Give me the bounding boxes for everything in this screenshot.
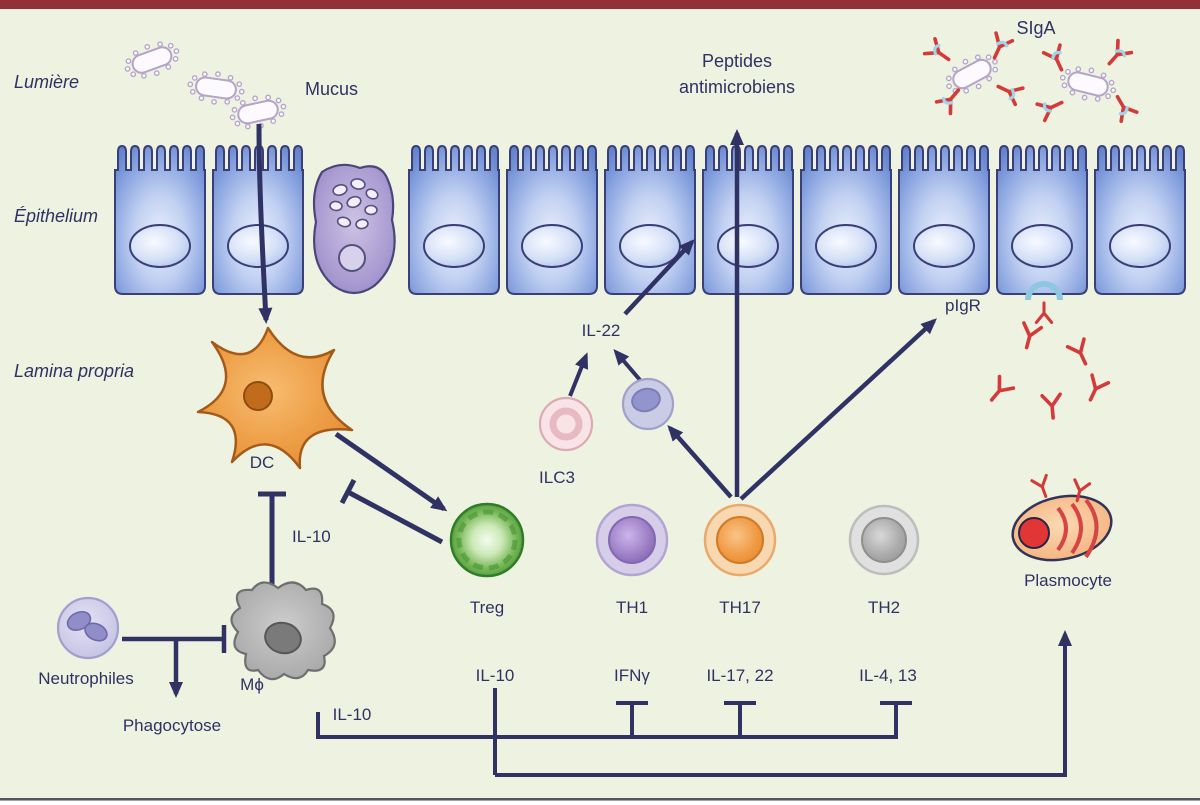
lumen-layer: Mucus Peptides antimicrobiens SIgA	[118, 18, 1139, 135]
siga-label: SIgA	[1016, 18, 1055, 38]
th1-nucleus	[608, 516, 656, 564]
macrophage-label: Mϕ	[240, 675, 264, 694]
il17-22-label: IL-17, 22	[706, 666, 773, 685]
treg-label: Treg	[470, 598, 504, 617]
bottom-margin	[0, 801, 1200, 805]
region-label-epithelium: Épithelium	[14, 206, 98, 226]
antimicrobial-peptides-label-line1: Peptides	[702, 51, 772, 71]
macrophage-nucleus	[264, 621, 302, 655]
dc-nucleus	[243, 381, 273, 411]
ilc3-pink-cell	[538, 396, 594, 452]
arrow-ilc3-purple-to-il22	[613, 348, 642, 382]
bottom-border-line	[0, 798, 1200, 801]
arrow-th17-to-pigr	[739, 318, 937, 501]
il10-bracket-line	[316, 704, 898, 739]
region-label-lumen: Lumière	[14, 72, 79, 92]
arrow-bacteria-to-dc	[256, 123, 273, 324]
neutrophils-label: Neutrophiles	[38, 669, 133, 688]
top-border-bar	[0, 0, 1200, 9]
goblet-nucleus	[338, 244, 366, 272]
th1-label: TH1	[616, 598, 648, 617]
il10-bracket-label: IL-10	[333, 705, 372, 724]
macrophage-cell	[230, 581, 336, 681]
region-label-lamina-propria: Lamina propria	[14, 361, 134, 381]
il10-treg-label: IL-10	[476, 666, 515, 685]
t-cells	[449, 502, 920, 578]
arrow-ilc3-pink-to-il22	[568, 352, 589, 397]
goblet-cell	[312, 163, 396, 295]
th17-nucleus	[716, 516, 764, 564]
il10-label-near-dc: IL-10	[292, 527, 331, 546]
phagocytosis-label: Phagocytose	[123, 716, 221, 735]
treg-texture	[456, 509, 518, 571]
ilc3-label: ILC3	[539, 468, 575, 487]
goblet-vesicles	[329, 178, 379, 230]
treg-cell	[449, 502, 525, 578]
pigr-label: pIgR	[945, 296, 981, 315]
ilc3-purple-nucleus	[631, 387, 661, 413]
neutrophil-nucleus-lobe	[84, 622, 108, 642]
plasmocyte-label: Plasmocyte	[1024, 571, 1112, 590]
th2-nucleus	[861, 517, 907, 563]
arrow-th17-to-ilc3	[667, 425, 733, 499]
arrows-layer	[122, 123, 1072, 777]
plasmocyte-cell	[1011, 473, 1113, 562]
arrow-dc-to-treg	[334, 431, 448, 512]
ilc3-cells	[538, 377, 675, 452]
inhibition-treg-to-dc	[346, 489, 444, 545]
ifn-gamma-label: IFNγ	[614, 666, 650, 685]
pigr-receptor	[1025, 281, 1063, 325]
dc-label: DC	[250, 453, 275, 472]
plasmocyte-nucleus	[1018, 517, 1050, 549]
dendritic-cell	[196, 326, 354, 470]
th17-label: TH17	[719, 598, 761, 617]
neutrophil-cell	[56, 596, 120, 660]
plasmocyte-er-chevrons	[1056, 498, 1099, 559]
epithelium-layer	[114, 145, 1186, 325]
il22-label: IL-22	[582, 321, 621, 340]
neutrophil-nucleus-lobe	[66, 610, 92, 632]
th2-label: TH2	[868, 598, 900, 617]
antimicrobial-peptides-label-line2: antimicrobiens	[679, 77, 795, 97]
mucus-label: Mucus	[305, 79, 358, 99]
arrow-il22-to-epithelium	[623, 239, 695, 316]
inhibition-treg-to-dc-bar	[339, 478, 357, 505]
il4-13-label: IL-4, 13	[859, 666, 917, 685]
arrow-to-plasmocyte	[495, 630, 1072, 777]
ilc3-pink-nucleus	[549, 407, 583, 441]
